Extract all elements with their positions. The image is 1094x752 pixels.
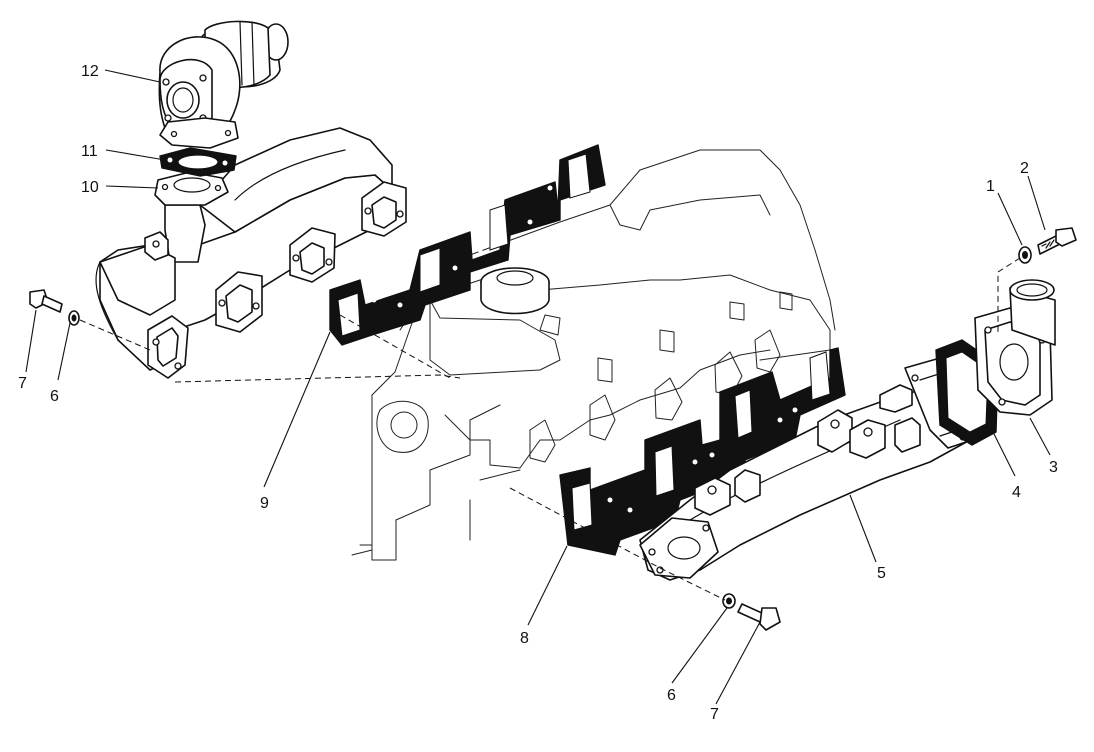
alignment-lines <box>79 257 1021 601</box>
callout-4: 4 <box>1012 484 1021 501</box>
callout-3: 3 <box>1049 459 1058 476</box>
washer-top-right <box>1018 246 1032 264</box>
washer-bottom <box>722 593 736 609</box>
callout-9: 9 <box>260 495 269 512</box>
callout-1: 1 <box>986 178 995 195</box>
manifold-gasket-lower <box>559 347 846 556</box>
washer-left <box>68 310 80 326</box>
callout-6-left: 6 <box>50 388 59 405</box>
callout-7-left: 7 <box>18 375 27 392</box>
leader-lines <box>25 69 1051 705</box>
outlet-elbow <box>974 279 1056 416</box>
callout-8: 8 <box>520 630 529 647</box>
callout-2: 2 <box>1020 160 1029 177</box>
left-exhaust-manifold <box>95 127 407 379</box>
bolt-top-right <box>1037 227 1077 255</box>
callout-11: 11 <box>81 143 98 160</box>
turbo-gasket <box>159 147 237 177</box>
callout-labels: 12 11 10 1 2 3 4 5 8 9 7 6 6 7 <box>18 63 1058 723</box>
bolt-bottom <box>737 603 781 631</box>
callout-7-bottom: 7 <box>710 706 719 723</box>
callout-10: 10 <box>81 179 99 196</box>
callout-12: 12 <box>81 63 99 80</box>
manifold-gasket-upper <box>329 144 606 346</box>
right-exhaust-manifold <box>639 357 973 581</box>
bolt-left <box>29 289 63 313</box>
callout-5: 5 <box>877 565 886 582</box>
turbocharger <box>158 20 289 149</box>
callout-6-bottom: 6 <box>667 687 676 704</box>
